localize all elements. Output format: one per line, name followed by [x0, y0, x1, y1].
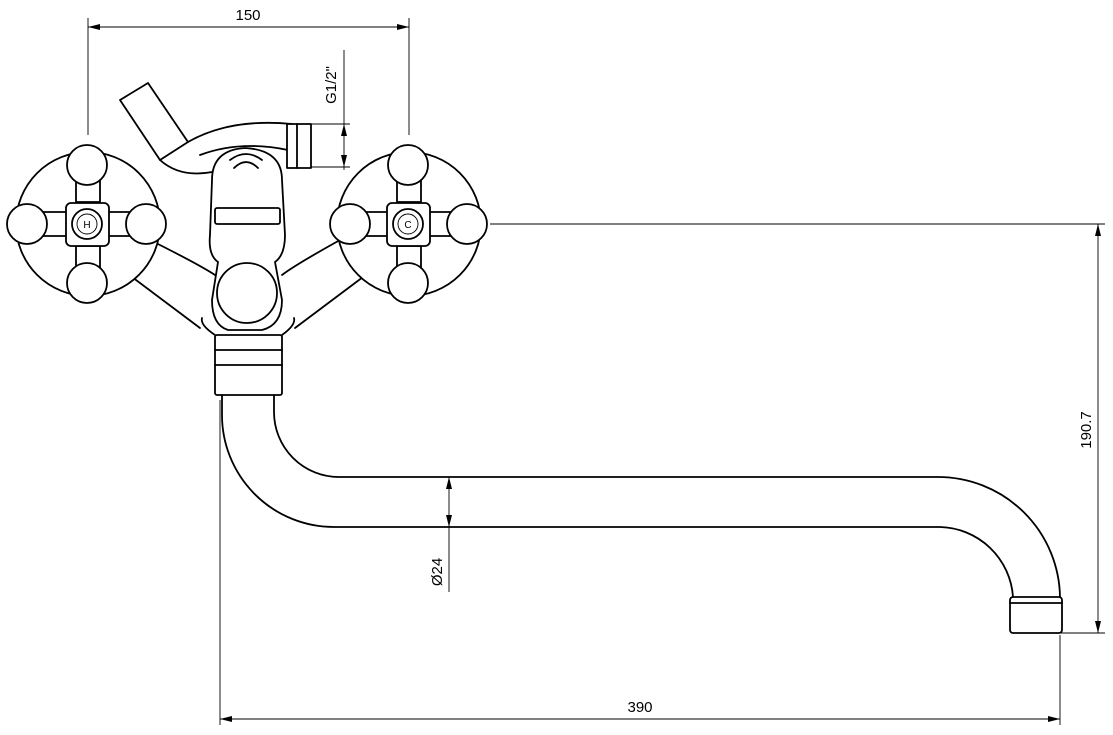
cold-handle[interactable]: C — [329, 144, 488, 304]
cold-label: C — [404, 220, 411, 231]
diverter-knob — [216, 262, 278, 324]
spout-pipe — [221, 394, 1063, 634]
dimension-diameter-label: Ø24 — [429, 558, 446, 586]
dimension-width-label: 150 — [235, 7, 260, 24]
hot-knob-left — [6, 203, 48, 245]
cold-knob-right — [446, 203, 488, 245]
dimension-height-190-7: 190.7 — [490, 223, 1105, 634]
dimension-width-150: 150 — [87, 7, 410, 135]
dimension-length-label: 390 — [627, 699, 652, 716]
mixer-body — [119, 147, 376, 396]
hot-label: H — [83, 220, 90, 231]
hot-handle[interactable]: H — [6, 144, 167, 304]
hot-knob-right — [125, 203, 167, 245]
dimension-length-390: 390 — [219, 400, 1061, 725]
thread-connector — [286, 123, 312, 169]
shower-outlet — [119, 82, 312, 175]
hot-knob-top — [66, 144, 108, 186]
dimension-diameter-24: Ø24 — [429, 477, 452, 592]
dimension-thread-label: G1/2" — [323, 66, 340, 104]
cold-knob-top — [387, 144, 429, 186]
cold-knob-left — [329, 203, 371, 245]
dimension-height-label: 190.7 — [1078, 411, 1095, 449]
spout-aerator — [1009, 596, 1063, 634]
hot-knob-bottom — [66, 262, 108, 304]
cold-knob-bottom — [387, 262, 429, 304]
dimension-thread: G1/2" — [310, 50, 350, 170]
